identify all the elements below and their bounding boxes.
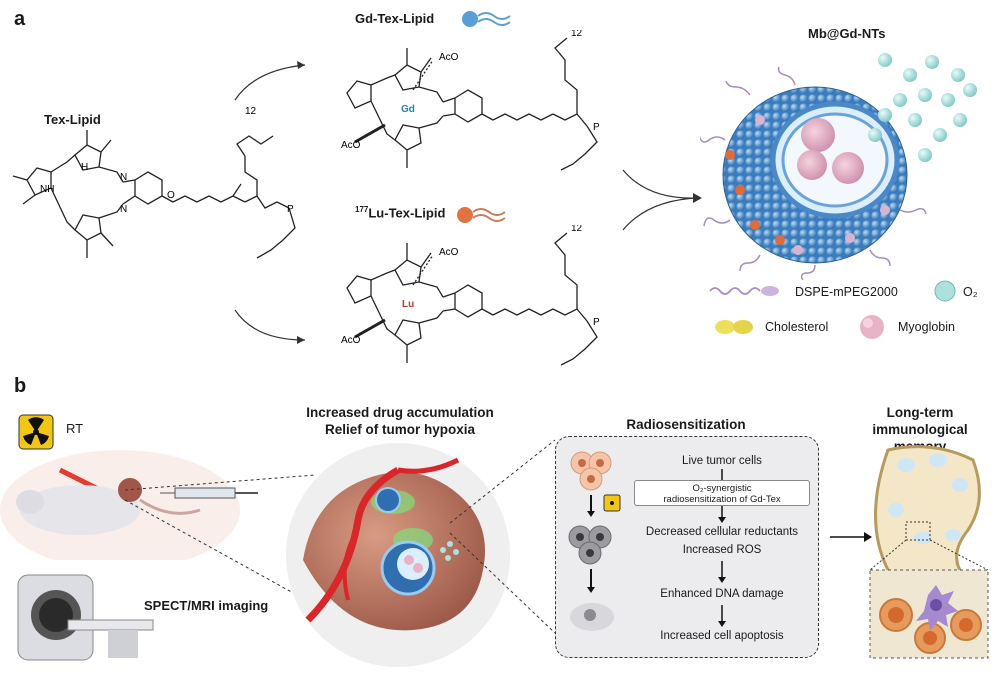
flow-step-dna: Enhanced DNA damage: [660, 588, 784, 600]
rt-label: RT: [66, 421, 84, 436]
flow-step-ros: Increased ROS: [682, 544, 762, 556]
aco-top-lu: AcO: [439, 247, 459, 258]
o-atom-1: O: [167, 190, 175, 201]
p-atom-gd: P: [593, 122, 600, 133]
flow-arrow-3: [718, 605, 726, 627]
tex-lipid-label: Tex-Lipid: [44, 112, 101, 127]
lymph-node-illustration: [869, 445, 989, 659]
sub12-a: 12: [245, 106, 257, 117]
nanoparticle-label: Mb@Gd-NTs: [808, 26, 886, 41]
panel-a-letter: a: [14, 8, 26, 30]
myoglobin-legend-icon: [860, 315, 884, 339]
cell-death-illustration: [568, 451, 621, 631]
mri-scanner-icon: [17, 574, 154, 661]
o2-legend-label: O₂: [963, 285, 978, 299]
synergistic-line1: O₂-synergistic: [692, 483, 752, 494]
accumulation-line1: Increased drug accumulation: [306, 405, 494, 420]
dspe-legend-icon: [709, 286, 779, 296]
radiation-icon: [18, 414, 54, 450]
aco-bottom-gd: AcO: [341, 140, 361, 151]
myoglobin-legend-label: Myoglobin: [898, 320, 955, 334]
zoom-lines-right: [449, 439, 556, 634]
flow-arrow-1: [718, 506, 726, 523]
sub12-gd: 12: [571, 30, 583, 39]
memory-line1: Long-term: [886, 405, 954, 420]
lu-atom: Lu: [402, 299, 414, 310]
panel-b-letter: b: [14, 375, 27, 397]
assembly-arrow: [622, 169, 702, 231]
p-atom: P: [287, 204, 294, 215]
aco-bottom-lu: AcO: [341, 335, 361, 346]
p-atom-lu: P: [593, 317, 600, 328]
gd-tex-lipid-label: Gd-Tex-Lipid: [355, 11, 435, 26]
n-atom-2: N: [120, 204, 127, 215]
flow-step-reductants: Decreased cellular reductants: [645, 526, 799, 538]
sub12-lu: 12: [571, 225, 583, 234]
spect-mri-label: SPECT/MRI imaging: [144, 598, 269, 613]
o2-legend-icon: [934, 280, 956, 302]
gd-atom: Gd: [401, 104, 415, 115]
n-atom-1: N: [120, 172, 127, 183]
reaction-arrows: [234, 61, 306, 344]
mouse-illustration: [0, 450, 258, 560]
nanoparticle-illustration: [700, 53, 977, 280]
zoom-lines-left: [124, 474, 316, 606]
cholesterol-legend-icon: [715, 320, 753, 334]
memory-arrow: [830, 532, 872, 542]
synergistic-line2: radiosensitization of Gd-Tex: [663, 494, 781, 505]
accumulation-title: Increased drug accumulation Relief of tu…: [285, 404, 515, 438]
flow-step-live-cells: Live tumor cells: [682, 455, 762, 467]
lu-tex-lipid-structure: Lu AcO AcO P 12: [341, 225, 600, 366]
lu-lipid-icon: [457, 207, 506, 223]
accumulation-line2: Relief of tumor hypoxia: [324, 422, 476, 437]
tumor-illustration: [286, 443, 510, 667]
cholesterol-legend-label: Cholesterol: [765, 320, 829, 334]
h-atom: H: [81, 162, 88, 173]
lu-isotope-label: 177: [355, 205, 369, 214]
tex-lipid-structure: NH H N N O P 12: [12, 106, 296, 259]
gd-tex-lipid-structure: Gd AcO AcO P 12: [341, 30, 600, 171]
lu-tex-lipid-text: Lu-Tex-Lipid: [368, 205, 446, 221]
lu-tex-lipid-label: 177Lu-Tex-Lipid: [355, 205, 445, 220]
synergistic-box: O₂-synergistic radiosensitization of Gd-…: [634, 480, 810, 506]
aco-top-gd: AcO: [439, 52, 459, 63]
flow-arrow-2: [718, 561, 726, 583]
radiosensitization-title: Radiosensitization: [626, 417, 746, 432]
gd-lipid-icon: [462, 11, 511, 27]
dspe-legend-label: DSPE-mPEG2000: [795, 285, 898, 299]
flow-tick-1: [721, 469, 723, 480]
nh-atom: NH: [40, 184, 54, 195]
flow-step-apoptosis: Increased cell apoptosis: [660, 630, 784, 642]
